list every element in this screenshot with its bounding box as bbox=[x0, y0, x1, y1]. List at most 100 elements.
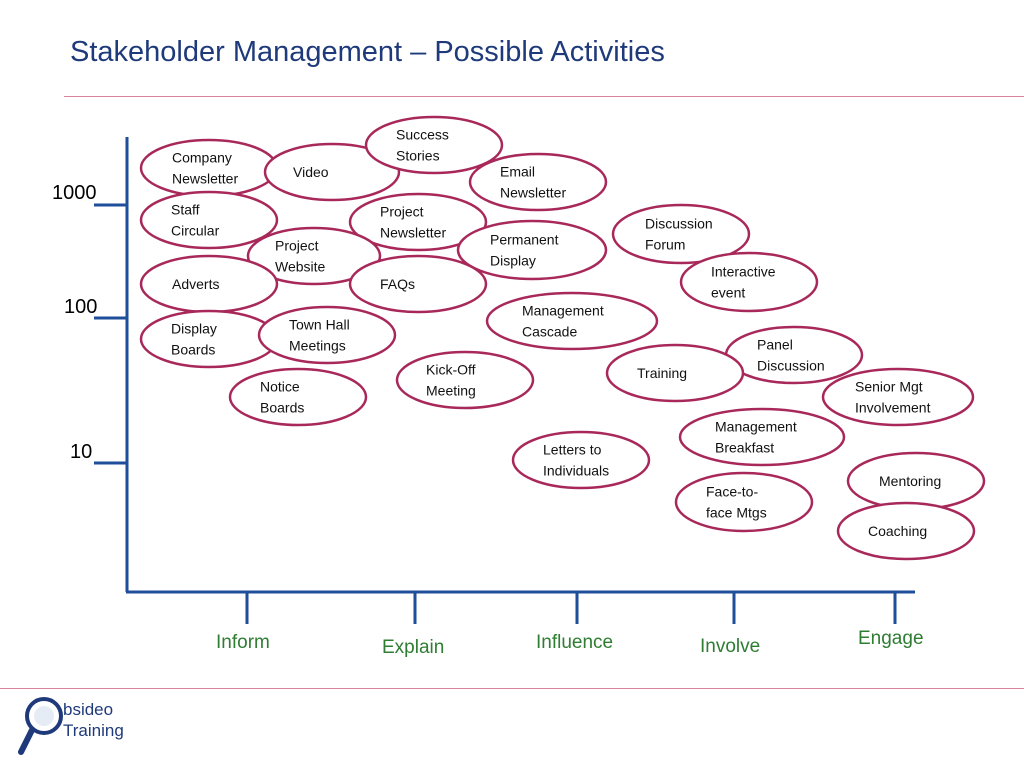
activity-oval bbox=[468, 152, 608, 212]
activity-label: Letters to bbox=[543, 442, 602, 458]
logo-word-top: bsideo bbox=[63, 700, 114, 719]
activity-label: Boards bbox=[260, 400, 304, 416]
activity-oval bbox=[364, 115, 504, 175]
activity-label: Training bbox=[637, 365, 687, 381]
activity-oval bbox=[228, 367, 368, 427]
activity-label: Discussion bbox=[757, 358, 825, 374]
x-label-influence: Influence bbox=[536, 632, 614, 653]
activity-label: Coaching bbox=[868, 523, 927, 539]
activity-oval bbox=[724, 325, 864, 385]
activity-oval bbox=[257, 305, 397, 365]
activity-label: Adverts bbox=[172, 276, 219, 292]
activity-interactive-event: Interactive event bbox=[679, 251, 819, 313]
activity-label: Individuals bbox=[543, 463, 609, 479]
activity-letters-to-individuals: Letters to Individuals bbox=[511, 430, 651, 490]
obsideo-logo: bsideo Training bbox=[18, 694, 138, 760]
y-tick-label-10: 10 bbox=[70, 441, 93, 463]
logo-word-bottom: Training bbox=[63, 721, 124, 740]
activity-label: Meeting bbox=[426, 383, 476, 399]
activity-oval bbox=[263, 142, 401, 202]
activity-label: face Mtgs bbox=[706, 505, 767, 521]
activity-coaching: Coaching bbox=[836, 501, 976, 561]
magnifier-icon bbox=[18, 697, 63, 755]
activity-label: Town Hall bbox=[289, 317, 350, 333]
activity-label: Project bbox=[275, 238, 319, 254]
activity-label: Notice bbox=[260, 379, 300, 395]
activity-oval bbox=[348, 254, 488, 314]
activity-oval bbox=[679, 251, 819, 313]
x-label-involve: Involve bbox=[700, 636, 761, 657]
activity-oval bbox=[139, 138, 279, 198]
activity-label: Website bbox=[275, 259, 326, 275]
activity-label: Company bbox=[172, 150, 232, 166]
activity-label: Video bbox=[293, 164, 329, 180]
activity-oval bbox=[611, 203, 751, 265]
activity-oval bbox=[139, 190, 279, 250]
title-divider bbox=[64, 96, 1024, 97]
activity-label: Circular bbox=[171, 223, 220, 239]
activity-label: Project bbox=[380, 204, 424, 220]
activity-adverts: Adverts bbox=[139, 254, 279, 314]
activity-label: Newsletter bbox=[380, 225, 446, 241]
activity-label: Cascade bbox=[522, 324, 577, 340]
activity-label: Newsletter bbox=[172, 171, 238, 187]
activity-label: Email bbox=[500, 164, 535, 180]
activity-label: Interactive bbox=[711, 264, 776, 280]
page-title: Stakeholder Management – Possible Activi… bbox=[70, 36, 665, 68]
activity-label: Forum bbox=[645, 237, 685, 253]
activity-faqs: FAQs bbox=[348, 254, 488, 314]
activity-oval bbox=[821, 367, 975, 427]
activity-label: FAQs bbox=[380, 276, 415, 292]
activity-oval bbox=[456, 219, 608, 281]
y-tick-label-100: 100 bbox=[64, 296, 98, 318]
activity-label: Management bbox=[715, 419, 797, 435]
activity-label: Mentoring bbox=[879, 473, 941, 489]
activity-label: Breakfast bbox=[715, 440, 774, 456]
activity-label: Stories bbox=[396, 148, 440, 164]
activity-oval bbox=[485, 291, 659, 351]
activity-oval bbox=[605, 343, 745, 403]
x-label-inform: Inform bbox=[216, 632, 270, 653]
activity-label: Meetings bbox=[289, 338, 346, 354]
activity-oval bbox=[511, 430, 651, 490]
activity-oval bbox=[674, 471, 814, 533]
activity-training: Training bbox=[605, 343, 745, 403]
activity-oval bbox=[395, 350, 535, 410]
activity-label: Discussion bbox=[645, 216, 713, 232]
activity-label: Involvement bbox=[855, 400, 931, 416]
activity-label: Face-to- bbox=[706, 484, 758, 500]
activity-oval bbox=[246, 226, 382, 286]
footer-divider bbox=[0, 688, 1024, 689]
activity-oval bbox=[836, 501, 976, 561]
activity-label: Management bbox=[522, 303, 604, 319]
x-label-engage: Engage bbox=[858, 628, 924, 649]
activity-video: Video bbox=[263, 142, 401, 202]
x-label-explain: Explain bbox=[382, 637, 445, 658]
activity-label: Staff bbox=[171, 202, 200, 218]
activity-label: event bbox=[711, 285, 745, 301]
activity-oval bbox=[139, 309, 279, 369]
activity-label: Success bbox=[396, 127, 449, 143]
activity-label: Display bbox=[490, 253, 536, 269]
activity-oval bbox=[348, 192, 488, 252]
activity-label: Boards bbox=[171, 342, 215, 358]
activity-label: Permanent bbox=[490, 232, 559, 248]
activity-label: Kick-Off bbox=[426, 362, 476, 378]
